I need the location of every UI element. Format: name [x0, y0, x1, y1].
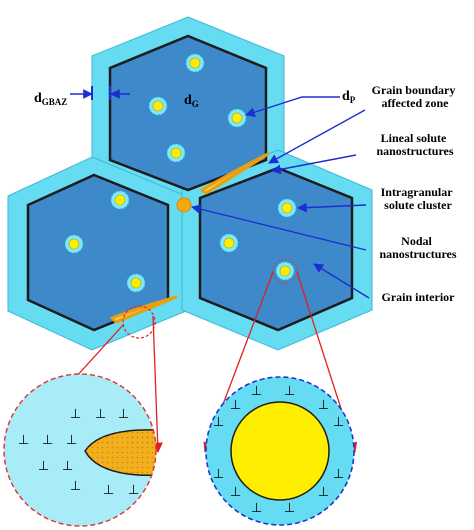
svg-text:⊥: ⊥	[230, 485, 241, 500]
zoom-cluster: ⊥ ⊥ ⊥ ⊥ ⊥ ⊥ ⊥ ⊥ ⊥ ⊥ ⊥ ⊥	[205, 376, 355, 526]
svg-text:⊥: ⊥	[103, 483, 114, 498]
svg-text:⊥: ⊥	[18, 433, 29, 448]
svg-text:⊥: ⊥	[284, 384, 295, 399]
zoom-cluster-core	[230, 401, 330, 501]
cluster-1	[185, 53, 205, 73]
label-nodal: Nodal nanostructures	[379, 234, 456, 261]
label-intragranular: Intragranular solute cluster	[381, 185, 456, 212]
svg-text:⊥: ⊥	[213, 415, 224, 430]
nodal-nanostructure	[176, 197, 192, 213]
lineal-nanostructure-lower	[110, 295, 178, 324]
label-grain-boundary: Grain boundary affected zone	[372, 83, 459, 110]
grain-top	[108, 34, 268, 192]
zoom-lineal-dislocations: ⊥ ⊥ ⊥ ⊥ ⊥ ⊥ ⊥ ⊥ ⊥ ⊥ ⊥	[18, 407, 139, 498]
lineal-nanostructures	[110, 152, 270, 324]
svg-text:⊥: ⊥	[318, 485, 329, 500]
lineal-nanostructure-upper	[200, 152, 270, 195]
cluster-3	[227, 108, 247, 128]
arrow-grain-interior	[313, 263, 370, 299]
zoom-cluster-dislocations: ⊥ ⊥ ⊥ ⊥ ⊥ ⊥ ⊥ ⊥ ⊥ ⊥ ⊥ ⊥	[213, 384, 344, 516]
callout-arrows	[191, 96, 370, 299]
arrow-lineal	[271, 154, 357, 175]
zoom-source-right	[272, 258, 298, 284]
svg-text:⊥: ⊥	[213, 467, 224, 482]
cluster-9	[219, 233, 239, 253]
svg-text:⊥: ⊥	[128, 483, 139, 498]
label-grain-interior: Grain interior	[382, 290, 456, 304]
cluster-6	[64, 234, 84, 254]
svg-text:⊥: ⊥	[66, 433, 77, 448]
arrow-nodal	[191, 204, 367, 251]
grain-right	[198, 166, 354, 332]
svg-text:⊥: ⊥	[118, 407, 129, 422]
svg-text:⊥: ⊥	[333, 467, 344, 482]
svg-text:⊥: ⊥	[95, 407, 106, 422]
arrow-intragranular	[297, 202, 367, 213]
cluster-2	[148, 96, 168, 116]
arrow-d-p	[245, 96, 340, 117]
svg-text:⊥: ⊥	[70, 479, 81, 494]
svg-text:⊥: ⊥	[62, 459, 73, 474]
arrow-grain-boundary	[268, 109, 366, 164]
gbaz-width-marker	[70, 86, 130, 100]
svg-text:⊥: ⊥	[333, 415, 344, 430]
cluster-5	[110, 190, 130, 210]
zoom-lineal: ⊥ ⊥ ⊥ ⊥ ⊥ ⊥ ⊥ ⊥ ⊥ ⊥ ⊥	[3, 373, 157, 527]
intragranular-clusters	[64, 53, 297, 293]
svg-text:⊥: ⊥	[38, 459, 49, 474]
label-d-p: dP	[342, 89, 356, 105]
svg-text:⊥: ⊥	[251, 501, 262, 516]
svg-text:⊥: ⊥	[251, 384, 262, 399]
zoom-source-left	[122, 305, 156, 339]
cluster-4	[166, 143, 186, 163]
svg-text:⊥: ⊥	[318, 398, 329, 413]
cluster-7	[126, 273, 146, 293]
cluster-10	[275, 261, 295, 281]
label-d-gbaz: dGBAZ	[34, 91, 67, 107]
cluster-8	[277, 198, 297, 218]
svg-text:⊥: ⊥	[284, 501, 295, 516]
label-lineal-solute: Lineal solute nanostructures	[376, 131, 453, 158]
svg-text:⊥: ⊥	[42, 433, 53, 448]
label-d-g: dG	[184, 93, 199, 109]
svg-text:⊥: ⊥	[230, 398, 241, 413]
svg-text:⊥: ⊥	[70, 407, 81, 422]
labels: dGBAZ dG dP Grain boundary affected zone…	[34, 83, 459, 304]
